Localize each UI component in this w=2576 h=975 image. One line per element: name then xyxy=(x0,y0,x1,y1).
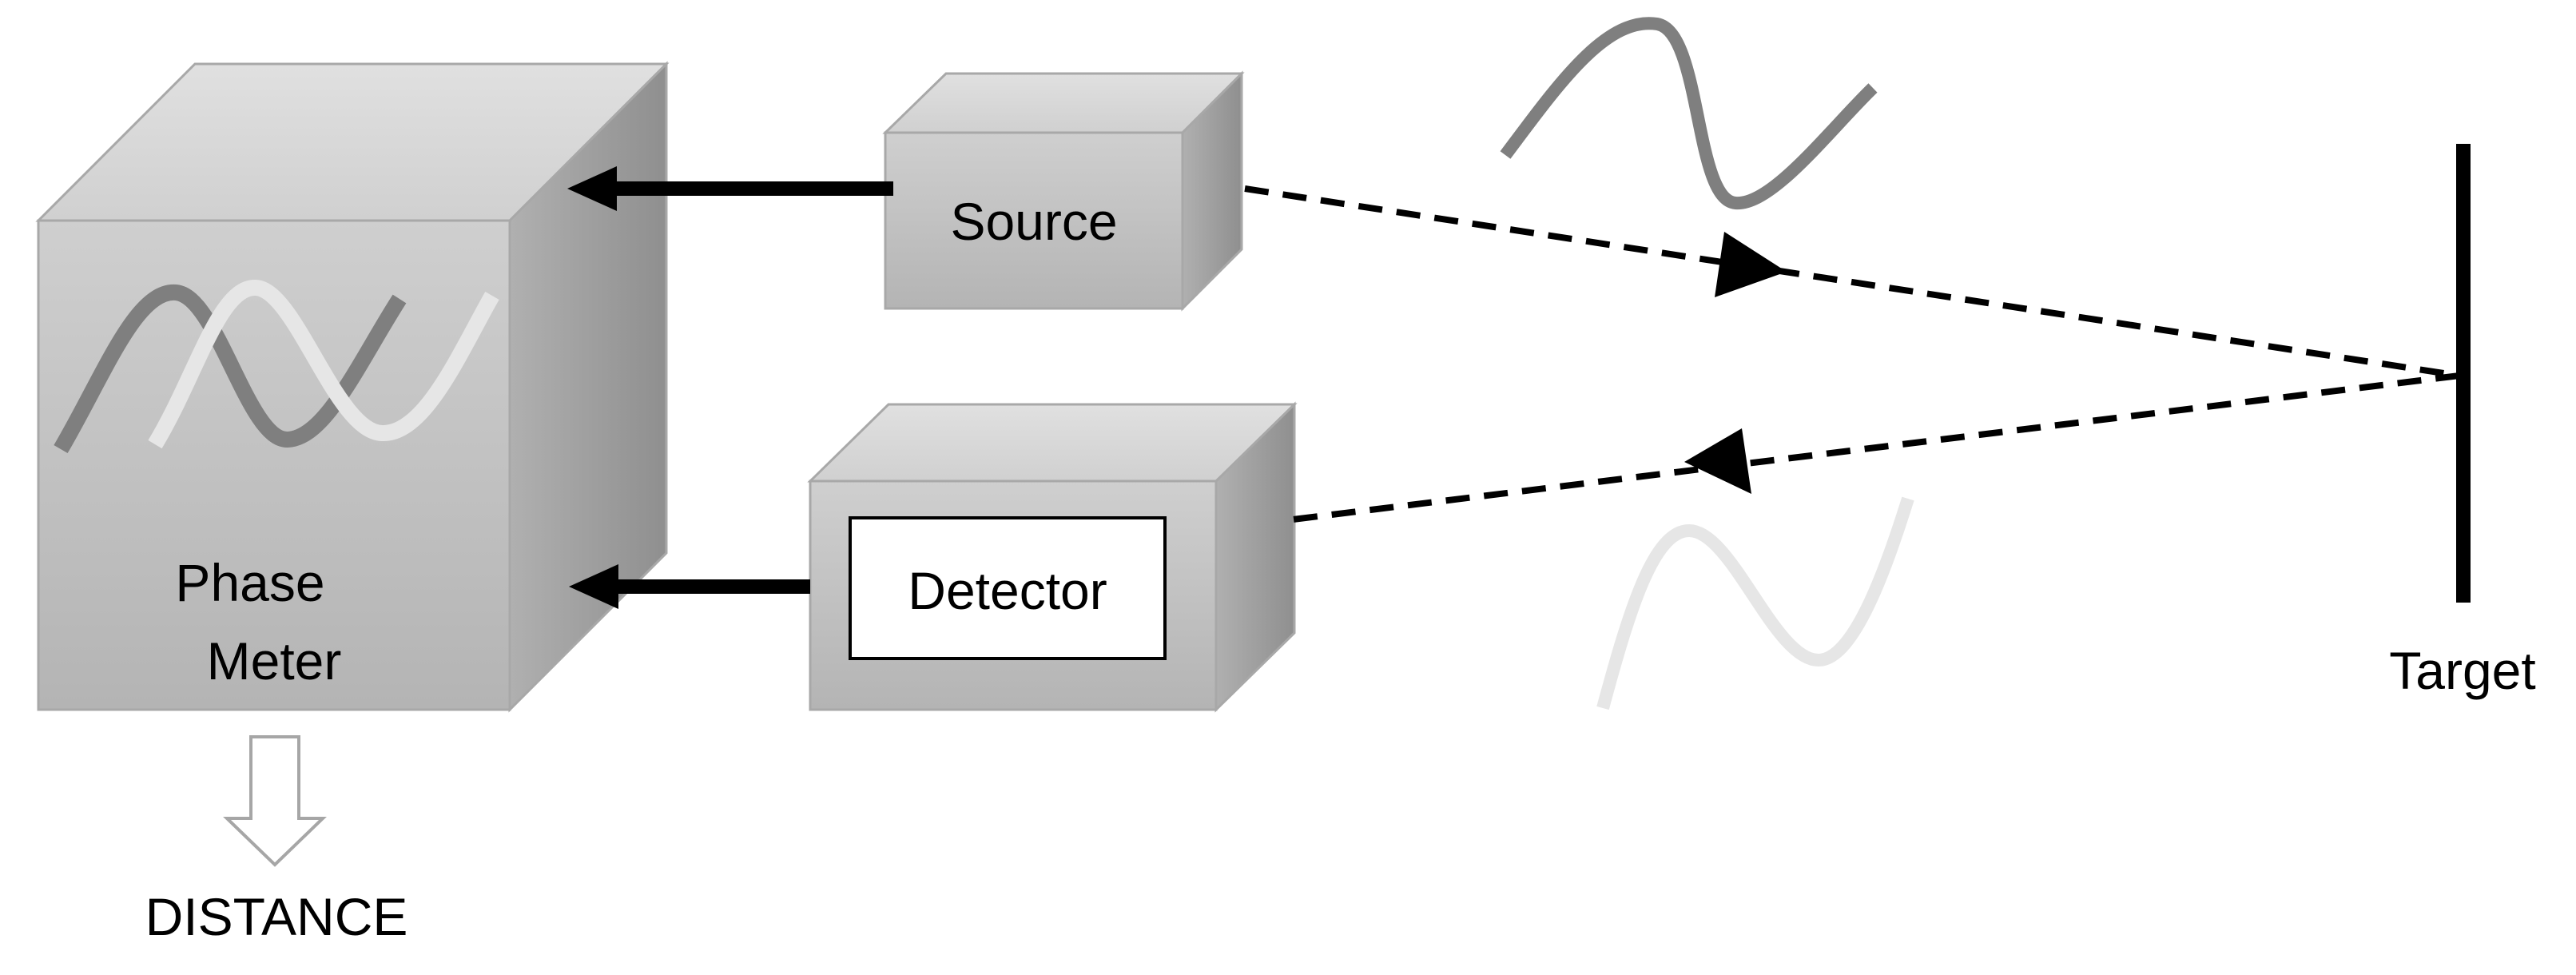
return-wave-icon xyxy=(148,280,499,449)
detector-to-phase-meter-arrow xyxy=(569,564,810,609)
target-label: Target xyxy=(2389,641,2535,700)
reflected-wave-icon xyxy=(1596,496,1914,710)
phase-meter-label-line2: Meter xyxy=(207,631,342,690)
phase-meter-label-line1: Phase xyxy=(175,553,324,612)
outgoing-beam-arrow xyxy=(1244,185,2460,379)
returning-beam-arrow xyxy=(1292,372,2460,523)
phase-meter-box: Phase Meter xyxy=(35,61,670,713)
distance-label: DISTANCE xyxy=(145,887,408,946)
target-bar xyxy=(2456,144,2471,603)
source-top-face xyxy=(882,72,1245,134)
emitted-wave-icon xyxy=(1500,17,1878,210)
target: Target xyxy=(2389,144,2536,700)
source-to-phase-meter-arrow xyxy=(567,166,893,211)
detector-top-face xyxy=(807,403,1298,483)
detector-label-panel xyxy=(849,516,1167,660)
detector-label: Detector xyxy=(908,561,1107,620)
source-box: Source xyxy=(882,70,1245,312)
output-arrow-icon xyxy=(223,735,327,867)
detector-box: Detector xyxy=(807,401,1298,713)
source-front-face xyxy=(884,131,1184,310)
source-label: Source xyxy=(950,192,1117,251)
